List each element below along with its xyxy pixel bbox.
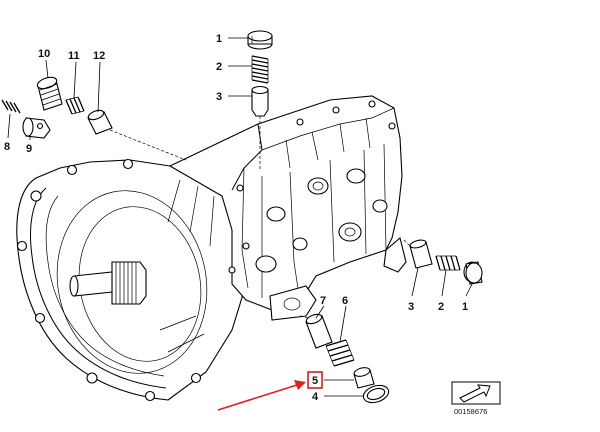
callout-8: 8 [4,141,10,153]
view-arrow-icon [459,384,491,403]
callout-9: 9 [26,143,32,155]
highlight-box [307,371,323,389]
input-shaft [69,261,147,305]
small-spring [1,99,21,114]
callout-numbers: 1 2 3 10 11 12 8 9 3 2 1 7 6 5 4 [4,33,468,403]
highlight-arrow-head [294,380,306,390]
bolt-pin [22,117,51,139]
callout-10: 10 [38,48,50,60]
bottom-plug-assembly [299,313,390,404]
detent-spring [251,55,269,84]
document-number: 00158676 [454,407,487,416]
callout-4: 4 [312,391,319,403]
bottom-sleeve [305,313,333,349]
callout-5: 5 [312,375,318,387]
highlight-arrow [217,383,301,411]
bottom-plug [353,367,375,389]
threaded-plug [36,76,63,111]
transmission-housing [16,158,249,402]
sealing-ring [362,384,390,404]
top-plug-assembly [247,30,273,170]
callout-12: 12 [93,50,105,62]
callout-2-top: 2 [216,61,222,73]
part-highlight [217,371,323,411]
callout-3-right: 3 [408,301,414,313]
callout-2-right: 2 [438,301,444,313]
callout-1-top: 1 [216,33,222,45]
callout-11: 11 [68,50,80,62]
gearbox-case [168,95,407,321]
detent-pin [251,85,269,117]
right-plug-assembly [403,239,483,285]
right-spring [435,255,461,271]
callout-7: 7 [320,295,326,307]
callout-1-right: 1 [462,301,468,313]
bottom-spring [325,339,355,367]
callout-3-top: 3 [216,91,222,103]
left-spring [65,96,85,115]
left-selector-assembly [1,76,187,161]
right-detent-pin [409,239,433,269]
plug-cap [247,30,273,50]
right-plug-cap [463,261,483,285]
sleeve-pin [87,109,113,135]
callout-6: 6 [342,295,348,307]
document-badge: 00158676 [451,381,501,416]
leader-lines [7,37,473,397]
